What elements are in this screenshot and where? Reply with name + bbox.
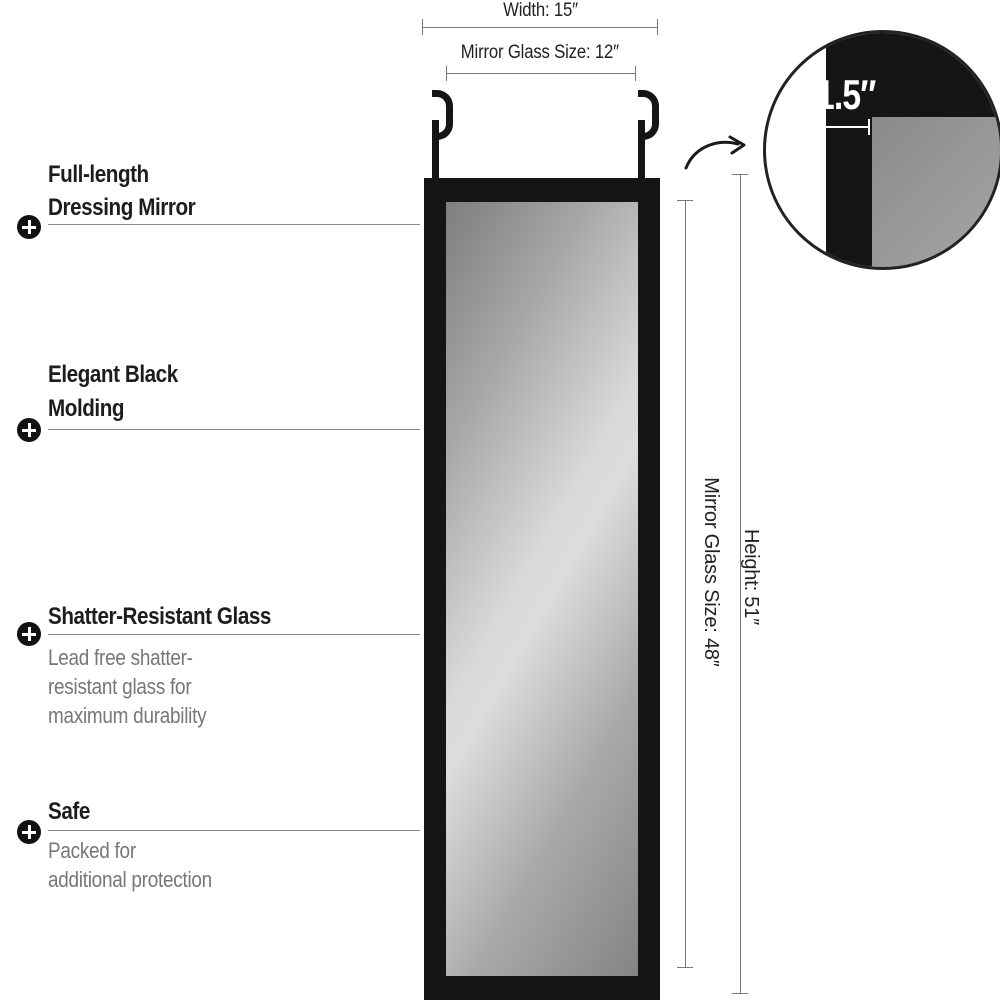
dimension-tick — [446, 66, 447, 81]
detail-measure-line — [818, 126, 870, 128]
dimension-tick — [657, 19, 658, 35]
door-hook-right — [638, 90, 659, 140]
feature-title-safe: Safe — [48, 798, 90, 825]
curved-arrow-icon — [684, 135, 746, 170]
feature-title-black-molding-line2: Molding — [48, 395, 125, 422]
dimension-tick — [732, 174, 748, 175]
door-hook-right-strap — [638, 120, 645, 180]
height-label: Height: 51″ — [740, 528, 762, 626]
mirror-glass-height-label: Mirror Glass Size: 48″ — [700, 477, 722, 667]
feature-description-line: resistant glass for — [48, 674, 192, 699]
mirror-glass-height-dimension: Mirror Glass Size: 48″ — [698, 472, 722, 672]
feature-divider — [48, 634, 420, 635]
mirror-glass-height-line — [685, 200, 686, 968]
feature-description-line: Packed for — [48, 838, 136, 863]
dimension-tick — [732, 993, 748, 994]
door-hook-left-strap — [432, 120, 439, 180]
plus-circle-icon — [17, 215, 41, 239]
mirror-glass — [446, 202, 638, 976]
frame-detail-magnifier: 1.5″ — [763, 30, 1000, 270]
height-line — [740, 174, 741, 994]
feature-description-line: additional protection — [48, 867, 212, 892]
dimension-tick — [677, 200, 693, 201]
feature-description-line: maximum durability — [48, 703, 207, 728]
width-dimension: Width: 15″ — [422, 0, 658, 22]
feature-title-dressing-mirror-line2: Dressing Mirror — [48, 194, 196, 221]
mirror-glass-width-label: Mirror Glass Size: 12″ — [460, 42, 620, 63]
detail-measure-tick — [818, 119, 820, 135]
feature-title-shatter-resistant: Shatter-Resistant Glass — [48, 603, 271, 630]
dimension-tick — [422, 19, 423, 35]
detail-measure-tick — [868, 119, 870, 135]
dimension-tick — [635, 66, 636, 81]
plus-circle-icon — [17, 418, 41, 442]
mirror-glass-width-line — [446, 73, 636, 74]
door-hook-left — [432, 90, 453, 140]
detail-glass — [872, 117, 1000, 267]
feature-divider — [48, 224, 420, 225]
feature-title-dressing-mirror-line1: Full-length — [48, 161, 149, 188]
width-label: Width: 15″ — [502, 0, 578, 21]
plus-circle-icon — [17, 622, 41, 646]
mirror-glass-width-dimension: Mirror Glass Size: 12″ — [440, 42, 640, 64]
plus-circle-icon — [17, 820, 41, 844]
height-dimension: Height: 51″ — [738, 507, 762, 647]
width-dimension-line — [422, 27, 658, 28]
detail-hook — [836, 33, 845, 55]
feature-description-line: Lead free shatter- — [48, 645, 193, 670]
feature-title-black-molding-line1: Elegant Black — [48, 361, 178, 388]
dimension-tick — [677, 967, 693, 968]
feature-divider — [48, 429, 420, 430]
frame-width-label: 1.5″ — [816, 71, 876, 118]
feature-divider — [48, 830, 420, 831]
